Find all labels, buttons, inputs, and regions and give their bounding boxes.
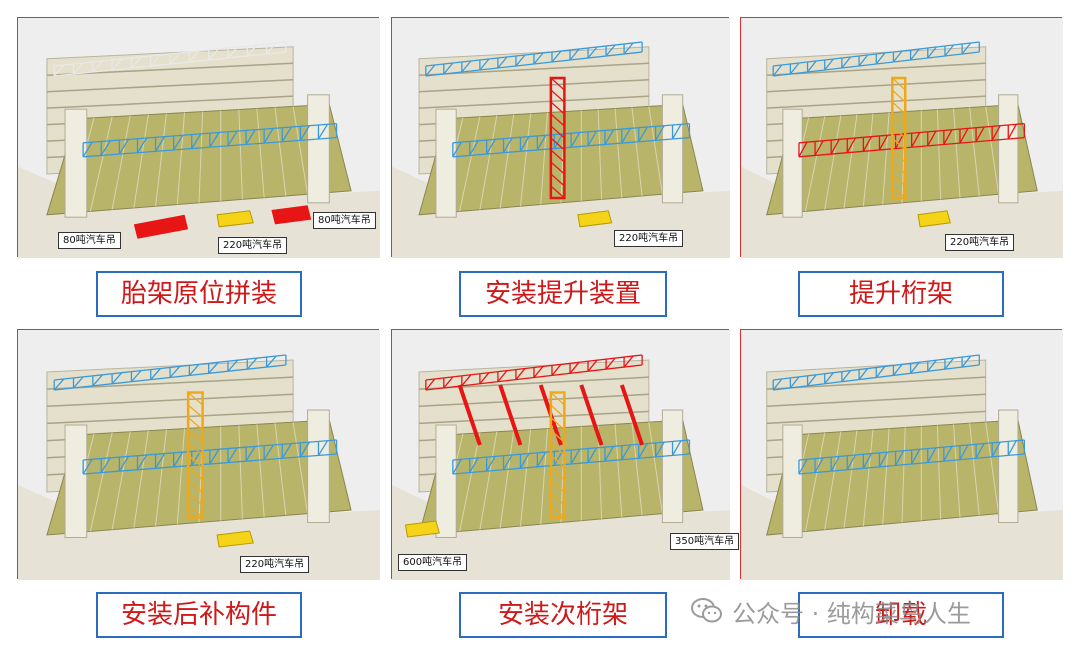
crane-yellow bbox=[404, 520, 440, 538]
core-tower-right bbox=[661, 409, 684, 523]
crane-red-right bbox=[271, 205, 312, 225]
crane-label-220t: 220吨汽车吊 bbox=[614, 230, 684, 247]
roof-truss bbox=[53, 41, 287, 77]
core-tower-left bbox=[64, 108, 88, 218]
caption-step-4: 安装后补构件 bbox=[96, 592, 302, 638]
main-truss bbox=[452, 122, 691, 158]
building-render-1 bbox=[18, 18, 380, 258]
crane-label-600t: 600吨汽车吊 bbox=[398, 554, 468, 571]
building-render-5 bbox=[392, 330, 730, 580]
wechat-icon bbox=[690, 596, 724, 626]
crane-label-220t: 220吨汽车吊 bbox=[945, 234, 1015, 251]
ground-plaza bbox=[741, 485, 1063, 580]
caption-step-3: 提升桁架 bbox=[798, 271, 1004, 317]
panel-1-render: 80吨汽车吊 220吨汽车吊 80吨汽车吊 bbox=[17, 17, 380, 258]
main-truss bbox=[798, 122, 1026, 158]
secondary-truss bbox=[619, 384, 645, 446]
core-tower-left bbox=[435, 108, 457, 218]
panel-3-render: 220吨汽车吊 bbox=[740, 17, 1063, 258]
watermark-text: 公众号 · 纯构菜鸟人生 bbox=[732, 599, 971, 628]
crane-yellow bbox=[577, 210, 613, 228]
panel-2-render: 220吨汽车吊 bbox=[391, 17, 730, 258]
building-render-2 bbox=[392, 18, 730, 258]
main-truss bbox=[798, 439, 1026, 475]
crane-label-220t: 220吨汽车吊 bbox=[240, 556, 310, 573]
roof-truss bbox=[772, 354, 980, 391]
core-tower-left bbox=[782, 108, 803, 218]
crane-label-220t: 220吨汽车吊 bbox=[218, 237, 288, 254]
secondary-truss bbox=[457, 384, 482, 446]
crane-yellow bbox=[216, 530, 254, 548]
caption-step-1: 胎架原位拼装 bbox=[96, 271, 302, 317]
main-truss bbox=[452, 439, 691, 475]
crane-label-80t-right: 80吨汽车吊 bbox=[313, 212, 376, 229]
panel-5-render: 600吨汽车吊 350吨汽车吊 bbox=[391, 329, 740, 580]
caption-step-2: 安装提升装置 bbox=[459, 271, 667, 317]
roof-truss bbox=[425, 41, 643, 77]
main-floor-plate bbox=[766, 419, 1038, 536]
core-tower-right bbox=[307, 409, 330, 523]
core-tower-right bbox=[661, 94, 684, 204]
core-tower-left bbox=[435, 424, 457, 538]
panel-6-render bbox=[740, 329, 1063, 580]
roof-truss bbox=[772, 41, 980, 77]
secondary-truss bbox=[579, 384, 604, 446]
crane-yellow bbox=[917, 210, 951, 228]
ground-plaza bbox=[392, 485, 730, 580]
crane-label-80t-left: 80吨汽车吊 bbox=[58, 232, 121, 249]
core-tower-right bbox=[307, 94, 330, 204]
watermark: 公众号 · 纯构菜鸟人生 bbox=[690, 594, 971, 628]
main-truss bbox=[82, 439, 338, 475]
building-render-3 bbox=[741, 18, 1063, 258]
caption-step-5: 安装次桁架 bbox=[459, 592, 667, 638]
crane-label-350t: 350吨汽车吊 bbox=[670, 533, 740, 550]
panel-4-render: 220吨汽车吊 bbox=[17, 329, 380, 580]
roof-truss bbox=[53, 354, 287, 391]
crane-yellow bbox=[216, 210, 254, 228]
caption-step-6: 卸载 bbox=[798, 592, 1004, 638]
building-render-6 bbox=[741, 330, 1063, 580]
main-truss bbox=[82, 122, 338, 158]
building-render-4 bbox=[18, 330, 380, 580]
secondary-truss bbox=[498, 384, 523, 446]
crane-red-left bbox=[133, 214, 189, 239]
core-tower-left bbox=[782, 424, 803, 538]
main-floor-plate bbox=[46, 103, 352, 216]
core-tower-right bbox=[998, 94, 1019, 204]
core-tower-right bbox=[998, 409, 1019, 523]
core-tower-left bbox=[64, 424, 88, 538]
